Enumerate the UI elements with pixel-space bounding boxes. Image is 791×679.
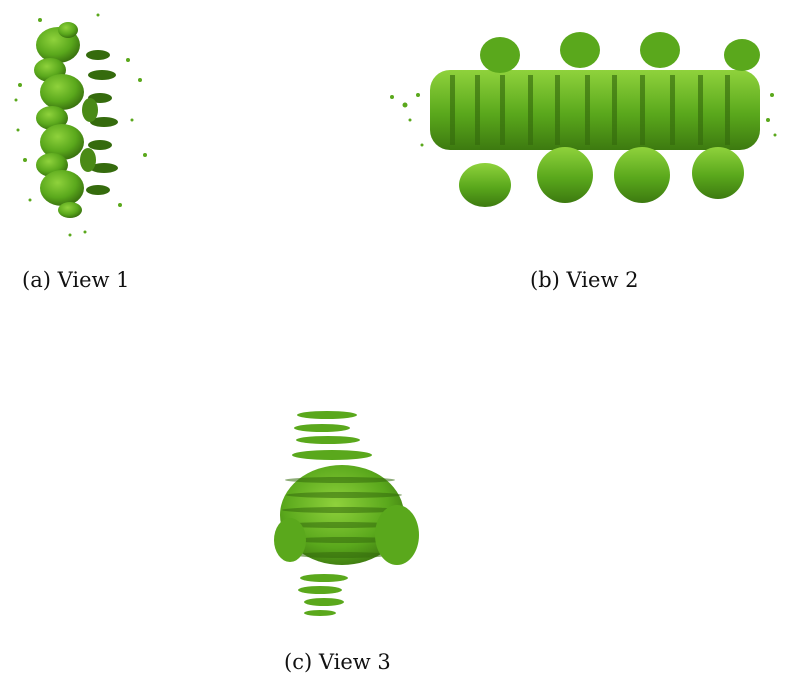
caption-view-1: (a) View 1 [22, 268, 130, 292]
isosurface-render-view-2 [390, 32, 777, 207]
isosurface-render-view-1 [14, 13, 147, 237]
panel-view-1 [0, 0, 170, 250]
panel-view-3 [262, 400, 432, 630]
panel-view-2 [380, 25, 780, 225]
caption-view-2: (b) View 2 [530, 268, 639, 292]
caption-view-3: (c) View 3 [284, 650, 391, 674]
isosurface-render-view-3 [274, 411, 419, 616]
